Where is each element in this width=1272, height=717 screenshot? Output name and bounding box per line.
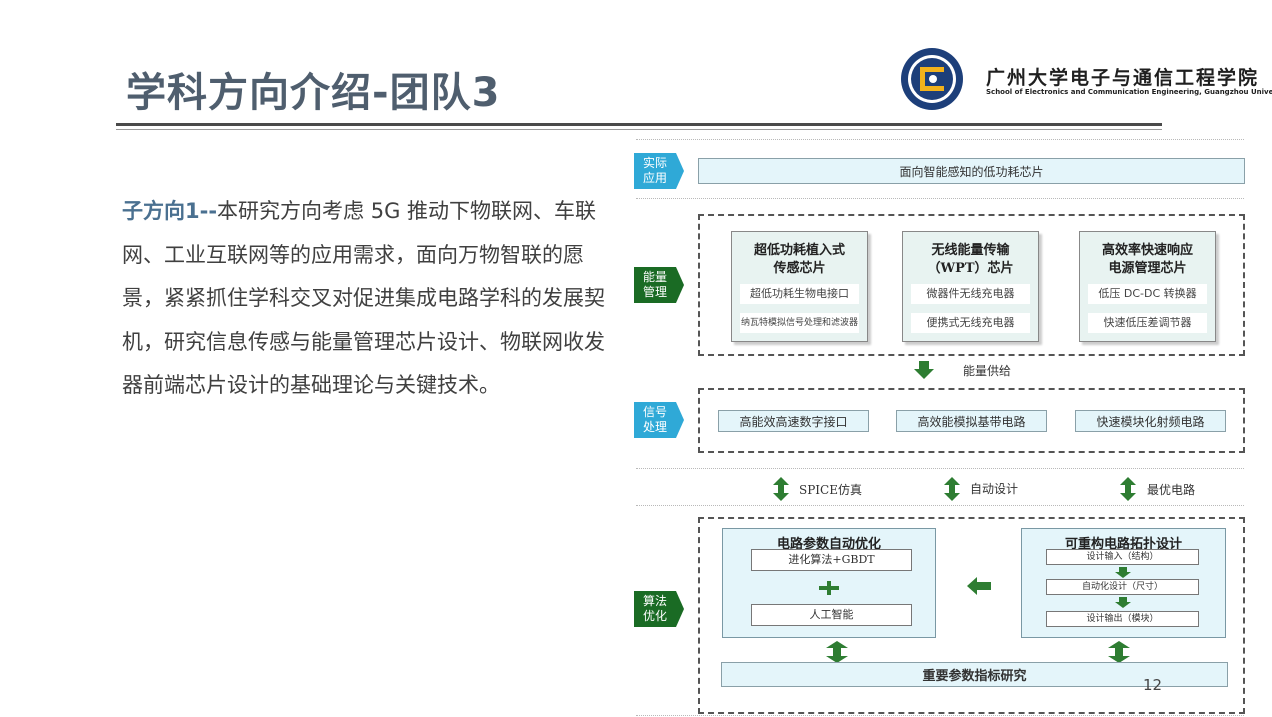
step-box: 自动化设计（尺寸） <box>1046 579 1199 595</box>
key-metrics-text: 重要参数指标研究 <box>922 669 1027 684</box>
chip-card: 高效率快速响应 电源管理芯片 低压 DC-DC 转换器 快速低压差调节器 <box>1079 231 1216 342</box>
label-arrow <box>676 267 684 303</box>
label-algorithm-text: 算法 优化 <box>642 594 667 623</box>
chip-title: 超低功耗植入式 传感芯片 <box>753 243 845 276</box>
link-label: SPICE仿真 <box>799 483 862 497</box>
energy-group <box>698 214 1245 356</box>
title-rule-thin <box>116 129 1162 130</box>
chip-item: 微器件无线充电器 <box>911 284 1030 304</box>
method-box: 人工智能 <box>751 604 912 626</box>
divider <box>636 198 1244 199</box>
label-arrow <box>676 591 684 627</box>
panel-title: 电路参数自动优化 <box>776 537 881 552</box>
arrow-down-icon <box>1115 597 1131 608</box>
link-label: 自动设计 <box>970 482 1019 496</box>
chip-item: 快速低压差调节器 <box>1088 313 1207 333</box>
subdirection-label: 子方向1-- <box>122 199 218 223</box>
divider <box>636 715 1244 716</box>
divider <box>636 139 1244 140</box>
logo-name-en: School of Electronics and Communication … <box>986 88 1272 96</box>
label-application: 实际 应用 <box>634 153 676 189</box>
slide-title: 学科方向介绍-团队3 <box>126 70 501 116</box>
arrow-down-icon <box>1115 567 1131 578</box>
label-signal: 信号 处理 <box>634 402 676 438</box>
signal-item-text: 高效能模拟基带电路 <box>917 414 1026 429</box>
chip-card: 无线能量传输 （WPT）芯片 微器件无线充电器 便携式无线充电器 <box>902 231 1039 342</box>
signal-group <box>698 388 1245 453</box>
signal-item: 高效能模拟基带电路 <box>896 410 1047 432</box>
chip-card: 超低功耗植入式 传感芯片 超低功耗生物电接口 纳瓦特模拟信号处理和滤波器 <box>731 231 868 342</box>
plus-icon <box>819 581 839 595</box>
arrow-down-icon <box>914 361 934 379</box>
signal-item-text: 快速模块化射频电路 <box>1096 414 1205 429</box>
double-arrow-icon <box>826 641 848 663</box>
application-box: 面向智能感知的低功耗芯片 <box>698 158 1245 184</box>
chip-item: 便携式无线充电器 <box>911 313 1030 333</box>
signal-item-text: 高能效高速数字接口 <box>739 414 848 429</box>
algorithm-group <box>698 517 1245 714</box>
chip-title: 高效率快速响应 电源管理芯片 <box>1101 243 1193 276</box>
divider <box>636 505 1244 506</box>
chip-item: 超低功耗生物电接口 <box>740 284 859 304</box>
description-text: 本研究方向考虑 5G 推动下物联网、车联网、工业互联网等的应用需求，面向万物智联… <box>122 199 605 397</box>
logo-name-cn: 广州大学电子与通信工程学院 <box>986 67 1260 89</box>
double-arrow-icon <box>773 477 789 501</box>
label-energy-text: 能量 管理 <box>642 270 667 299</box>
double-arrow-icon <box>944 477 960 501</box>
chip-title: 无线能量传输 （WPT）芯片 <box>927 243 1014 276</box>
research-description: 子方向1--本研究方向考虑 5G 推动下物联网、车联网、工业互联网等的应用需求，… <box>122 190 622 408</box>
step-box: 设计输入（结构） <box>1046 549 1199 565</box>
method-box: 进化算法+GBDT <box>751 549 912 571</box>
label-signal-text: 信号 处理 <box>642 405 667 434</box>
title-rule <box>116 123 1162 126</box>
signal-item: 高能效高速数字接口 <box>718 410 869 432</box>
key-metrics-box: 重要参数指标研究 <box>721 662 1228 687</box>
arrow-left-icon <box>967 577 991 595</box>
label-application-text: 实际 应用 <box>642 156 667 185</box>
chip-item: 低压 DC-DC 转换器 <box>1088 284 1207 304</box>
double-arrow-icon <box>1108 641 1130 663</box>
label-arrow <box>676 402 684 438</box>
label-algorithm: 算法 优化 <box>634 591 676 627</box>
double-arrow-icon <box>1120 477 1136 501</box>
chip-item: 纳瓦特模拟信号处理和滤波器 <box>740 313 859 333</box>
label-energy: 能量 管理 <box>634 267 676 303</box>
energy-supply-label: 能量供给 <box>963 364 1012 378</box>
panel-title: 可重构电路拓扑设计 <box>1064 537 1182 552</box>
divider <box>636 468 1244 469</box>
application-text: 面向智能感知的低功耗芯片 <box>899 164 1044 179</box>
university-logo <box>900 47 964 111</box>
link-label: 最优电路 <box>1147 483 1196 497</box>
label-arrow <box>676 153 684 189</box>
step-box: 设计输出（模块） <box>1046 611 1199 627</box>
page-number: 12 <box>1143 676 1163 694</box>
signal-item: 快速模块化射频电路 <box>1075 410 1226 432</box>
